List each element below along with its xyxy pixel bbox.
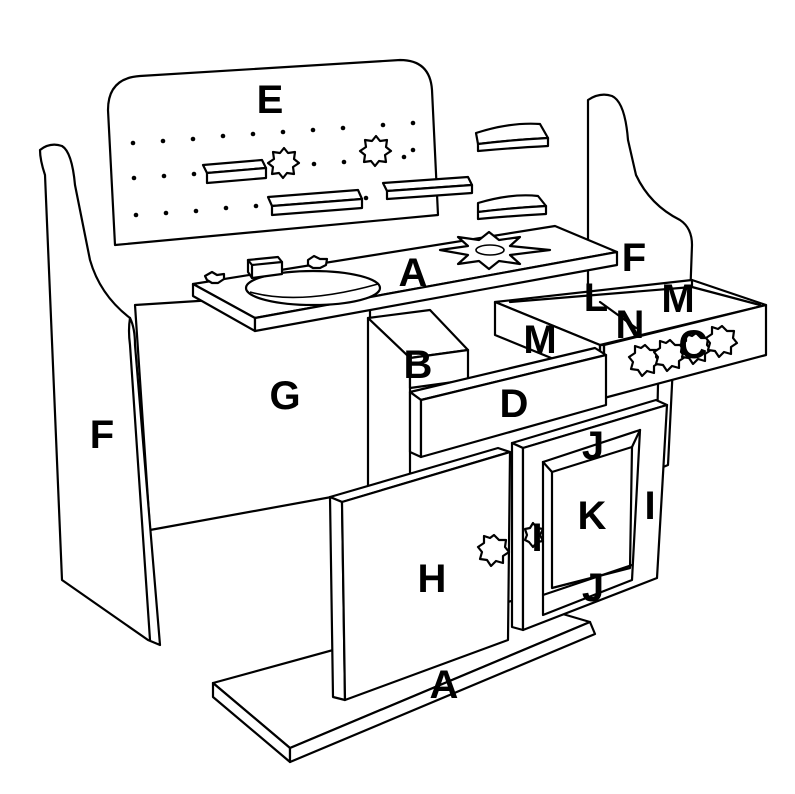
corner-shelf-bottom bbox=[476, 194, 548, 221]
label-left-door: H bbox=[418, 557, 447, 601]
label-drawer-side-left: M bbox=[523, 318, 556, 362]
drawer-box bbox=[493, 278, 768, 400]
door-rail-top bbox=[541, 428, 642, 464]
label-back-panel: G bbox=[269, 374, 300, 418]
label-door-stile-left: I bbox=[531, 516, 542, 560]
label-drawer-side-right: M bbox=[661, 277, 694, 321]
drawer-knob-4-icon bbox=[704, 324, 739, 359]
label-drawer-front: D bbox=[500, 382, 529, 426]
door-inner-panel bbox=[541, 428, 642, 617]
drawer-knob-2-icon bbox=[652, 338, 687, 373]
drawer-front-panel bbox=[408, 346, 608, 459]
faucet-knob-right-icon bbox=[306, 254, 329, 270]
label-door-panel: K bbox=[578, 494, 607, 538]
label-left-side: F bbox=[90, 413, 114, 457]
label-right-side: F bbox=[622, 236, 646, 280]
left-door-knob-icon bbox=[476, 533, 511, 568]
drawer-knob-3-icon bbox=[678, 331, 713, 366]
label-door-stile-right: I bbox=[644, 484, 655, 528]
center-divider bbox=[366, 308, 470, 492]
backboard-panel bbox=[106, 58, 474, 247]
backboard-shelf-2 bbox=[266, 188, 364, 217]
left-side-panel bbox=[38, 143, 162, 647]
left-door bbox=[328, 446, 512, 702]
backboard-knob-left-icon bbox=[266, 146, 301, 180]
label-drawer-knobs: C bbox=[679, 323, 708, 367]
backboard-shelf-3 bbox=[381, 175, 474, 201]
label-drawer-back: L bbox=[584, 276, 608, 320]
backboard-knob-right-icon bbox=[358, 134, 393, 168]
label-base: A bbox=[430, 663, 459, 707]
countertop bbox=[191, 224, 619, 333]
label-divider: B bbox=[404, 343, 433, 387]
backboard-shelf-1 bbox=[201, 158, 268, 185]
right-door-knob-icon bbox=[523, 521, 545, 549]
part-labels: E A A F F G B D H I I J J K M M L N C bbox=[90, 78, 708, 707]
label-countertop: A bbox=[399, 251, 428, 295]
label-door-rail-top: J bbox=[582, 424, 604, 468]
stove-burner-icon bbox=[438, 230, 552, 271]
label-backboard: E bbox=[257, 78, 284, 122]
corner-shelf-top bbox=[474, 122, 550, 153]
right-door-frame bbox=[510, 398, 669, 632]
label-door-rail-bottom: J bbox=[582, 566, 604, 610]
label-drawer-bottom: N bbox=[616, 303, 645, 347]
faucet-knob-left-icon bbox=[203, 270, 226, 285]
